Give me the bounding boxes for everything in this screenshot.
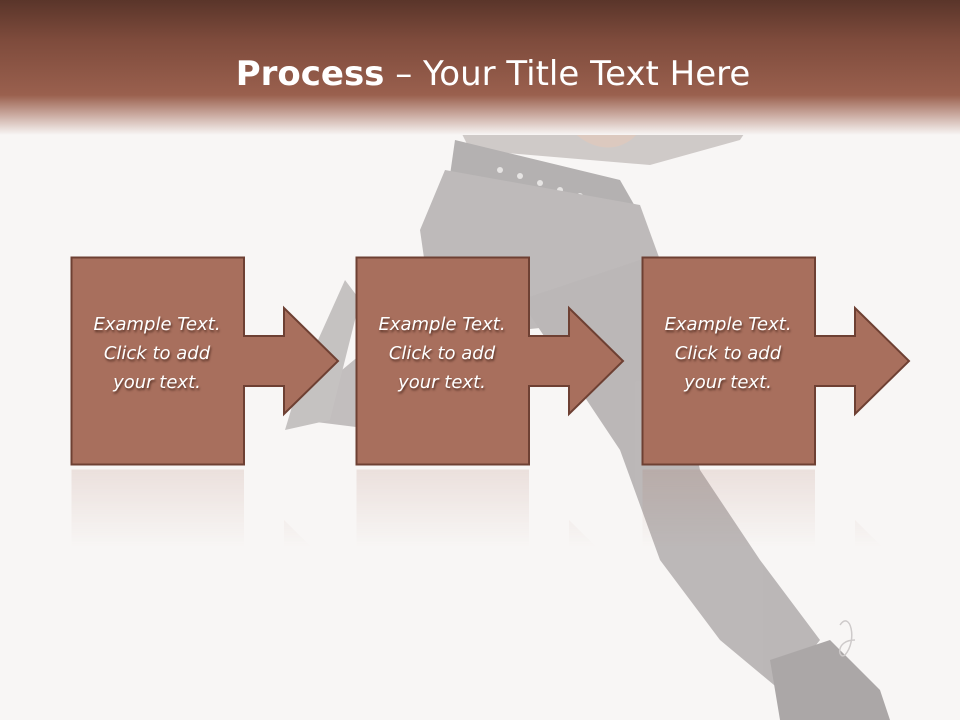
arrow-box-shape [641,256,911,466]
step-1-reflection [70,468,345,548]
arrow-box-shape [355,256,625,466]
process-step-1[interactable]: Example Text. Click to add your text. [70,256,345,466]
step-2-text[interactable]: Example Text. Click to add your text. [378,314,506,393]
step-3-text[interactable]: Example Text. Click to add your text. [664,314,792,393]
slide-title-bold: Process [235,54,385,94]
title-bar [0,0,960,135]
step-2-reflection [355,468,630,548]
step-1-text[interactable]: Example Text. Click to add your text. [93,314,221,393]
arrow-box-shape [70,256,340,466]
process-step-2[interactable]: Example Text. Click to add your text. [355,256,630,466]
slide-title-rest: – Your Title Text Here [384,54,751,94]
slide-title[interactable]: Process – Your Title Text Here [0,50,960,98]
process-step-3[interactable]: Example Text. Click to add your text. [641,256,916,466]
step-3-reflection [641,468,916,548]
